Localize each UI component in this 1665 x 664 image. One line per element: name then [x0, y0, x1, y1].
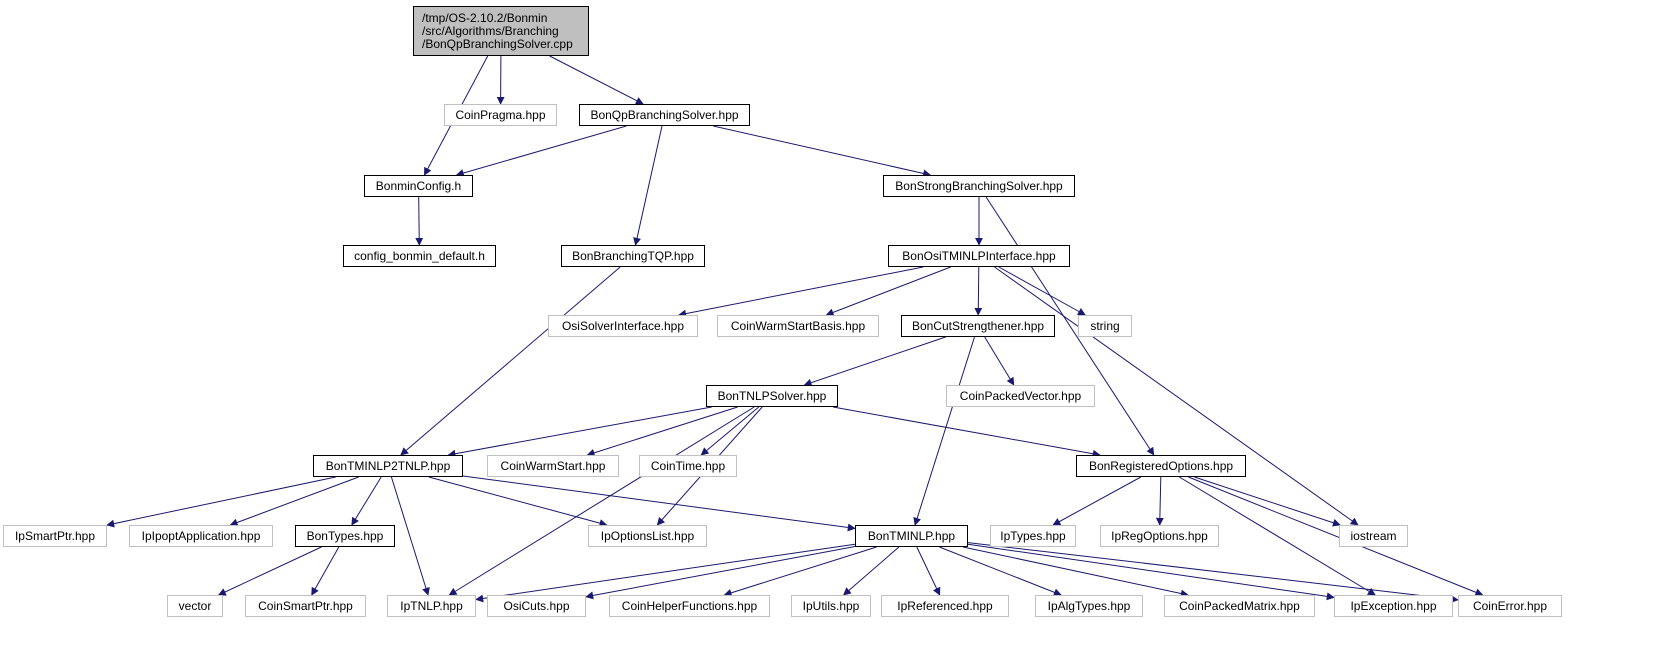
edge-bon_types-to-coin_smart_ptr — [311, 546, 340, 596]
edge-bon_osi_tminlp_interface-to-coin_warm_start_basis — [825, 266, 951, 317]
edge-bon_tnlp_solver-to-ip_tnlp — [448, 406, 755, 596]
edge-root-to-bon_qp_branching_solver — [549, 55, 644, 105]
node-string: string — [1078, 315, 1132, 337]
edge-bon_registered_options-to-coin_error — [1188, 476, 1484, 597]
node-config-bonmin-default[interactable]: config_bonmin_default.h — [343, 245, 496, 267]
edge-bon_qp_branching_solver-to-bonmin_config — [455, 125, 627, 177]
edge-bon_cut_strengthener-to-bon_tnlp_solver — [803, 336, 946, 387]
edge-bon_tminlp-to-ip_utils — [842, 546, 900, 596]
node-ip-options-list: IpOptionsList.hpp — [588, 525, 707, 547]
node-bon-osi-tminlp-interface[interactable]: BonOsiTMINLPInterface.hpp — [888, 245, 1070, 267]
root-file-node[interactable]: /tmp/OS-2.10.2/Bonmin /src/Algorithms/Br… — [413, 6, 589, 56]
root-path-line-3: /BonQpBranchingSolver.cpp — [422, 36, 573, 51]
edge-bon_branching_tqp-to-bon_tminlp2tnlp — [400, 266, 621, 456]
edge-bon_osi_tminlp_interface-to-osi_solver_interface — [678, 266, 924, 318]
edge-bon_tminlp-to-ip_alg_types — [939, 546, 1062, 597]
edge-bon_tnlp_solver-to-coin_warm_start — [586, 406, 738, 457]
edge-bon_registered_options-to-ip_reg_options — [1155, 476, 1164, 526]
node-coin-warm-start-basis: CoinWarmStartBasis.hpp — [717, 315, 879, 337]
edge-bon_tminlp-to-coin_packed_matrix — [962, 546, 1189, 598]
node-coin-helper-functions: CoinHelperFunctions.hpp — [609, 595, 770, 617]
node-bonmin-config[interactable]: BonminConfig.h — [364, 175, 473, 197]
node-osi-solver-interface: OsiSolverInterface.hpp — [548, 315, 698, 337]
edge-bon_tminlp-to-coin_error — [967, 542, 1459, 604]
node-ip-reg-options: IpRegOptions.hpp — [1100, 525, 1219, 547]
edge-bon_osi_tminlp_interface-to-bon_cut_strengthener — [974, 266, 983, 316]
edge-bon_registered_options-to-iostream — [1194, 476, 1341, 527]
node-ip-referenced: IpReferenced.hpp — [881, 595, 1009, 617]
node-bon-tminlp2tnlp[interactable]: BonTMINLP2TNLP.hpp — [313, 455, 463, 477]
node-coin-warm-start: CoinWarmStart.hpp — [487, 455, 619, 477]
edge-bon_tnlp_solver-to-bon_registered_options — [833, 406, 1101, 458]
node-iostream: iostream — [1339, 525, 1408, 547]
node-bon-tminlp[interactable]: BonTMINLP.hpp — [855, 525, 968, 547]
edge-bon_tminlp2tnlp-to-ip_tnlp — [390, 476, 430, 596]
node-ip-utils: IpUtils.hpp — [791, 595, 871, 617]
node-osi-cuts: OsiCuts.hpp — [487, 595, 586, 617]
root-path-line-2: /src/Algorithms/Branching — [422, 23, 559, 38]
node-coin-error: CoinError.hpp — [1458, 595, 1562, 617]
node-bon-cut-strengthener[interactable]: BonCutStrengthener.hpp — [901, 315, 1055, 337]
edge-bon_tminlp-to-ip_tnlp — [475, 543, 856, 603]
edge-bon_cut_strengthener-to-coin_packed_vector — [984, 336, 1015, 386]
node-bon-branching-tqp[interactable]: BonBranchingTQP.hpp — [561, 245, 705, 267]
edge-bon_tminlp-to-ip_exception — [967, 543, 1335, 601]
edge-bon_qp_branching_solver-to-bon_strong_branching_solver — [713, 125, 932, 178]
edge-bon_registered_options-to-ip_exception — [1179, 476, 1376, 596]
node-bon-types[interactable]: BonTypes.hpp — [295, 525, 395, 547]
node-ip-smart-ptr: IpSmartPtr.hpp — [3, 525, 107, 547]
edge-bon_types-to-vector — [217, 546, 322, 596]
edge-bon_tminlp2tnlp-to-bon_types — [351, 476, 382, 526]
edge-bon_tminlp2tnlp-to-bon_tminlp — [462, 475, 856, 532]
edge-bon_tminlp-to-ip_referenced — [916, 546, 941, 596]
edge-bon_tminlp-to-coin_helper_functions — [723, 546, 877, 597]
edge-bon_tnlp_solver-to-coin_time — [700, 406, 760, 456]
edge-bon_qp_branching_solver-to-bon_branching_tqp — [633, 125, 663, 246]
edge-bonmin_config-to-config_bonmin_default — [415, 196, 424, 246]
edge-bon_tminlp-to-osi_cuts — [585, 546, 856, 600]
edge-bon_tminlp2tnlp-to-ip_smart_ptr — [106, 476, 336, 528]
node-bon-tnlp-solver[interactable]: BonTNLPSolver.hpp — [706, 385, 838, 407]
edge-bon_cut_strengthener-to-bon_tminlp — [913, 336, 975, 526]
edge-bon_osi_tminlp_interface-to-iostream — [994, 266, 1359, 526]
node-ip-exception: IpException.hpp — [1334, 595, 1453, 617]
node-coin-time: CoinTime.hpp — [639, 455, 737, 477]
edge-bon_tminlp2tnlp-to-ip_ipopt_application — [229, 476, 359, 527]
node-ip-alg-types: IpAlgTypes.hpp — [1035, 595, 1143, 617]
node-coin-packed-matrix: CoinPackedMatrix.hpp — [1164, 595, 1315, 617]
edge-bon_strong_branching_solver-to-bon_registered_options — [985, 196, 1155, 456]
node-coin-packed-vector: CoinPackedVector.hpp — [946, 385, 1095, 407]
edge-bon_tminlp2tnlp-to-ip_options_list — [428, 476, 608, 527]
node-bon-registered-options[interactable]: BonRegisteredOptions.hpp — [1076, 455, 1246, 477]
root-path-line-1: /tmp/OS-2.10.2/Bonmin — [422, 10, 548, 25]
node-ip-types: IpTypes.hpp — [990, 525, 1076, 547]
edge-bon_osi_tminlp_interface-to-string — [998, 266, 1086, 316]
node-vector: vector — [167, 595, 223, 617]
node-bon-strong-branching-solver[interactable]: BonStrongBranchingSolver.hpp — [883, 175, 1075, 197]
node-ip-ipopt-application: IpIpoptApplication.hpp — [129, 525, 273, 547]
node-ip-tnlp: IpTNLP.hpp — [387, 595, 476, 617]
edge-bon_registered_options-to-ip_types — [1052, 476, 1142, 526]
node-coin-pragma: CoinPragma.hpp — [444, 104, 557, 126]
edge-bon_tnlp_solver-to-bon_tminlp2tnlp — [447, 406, 712, 458]
node-coin-smart-ptr: CoinSmartPtr.hpp — [245, 595, 366, 617]
node-bon-qp-branching-solver[interactable]: BonQpBranchingSolver.hpp — [579, 104, 750, 126]
